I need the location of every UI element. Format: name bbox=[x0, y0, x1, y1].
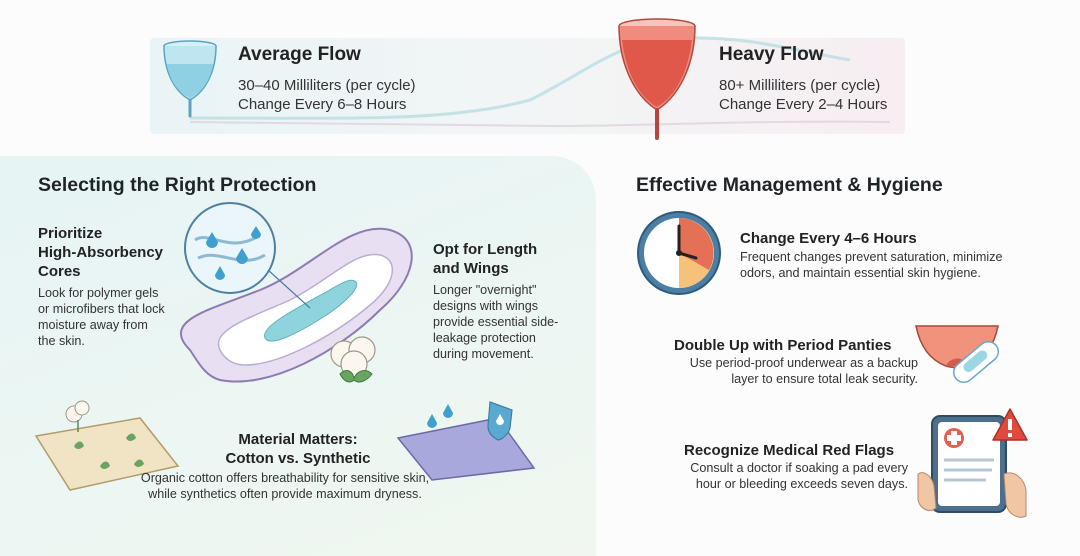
material-body-2: while synthetics often provide maximum d… bbox=[148, 487, 422, 501]
redflags-title: Recognize Medical Red Flags bbox=[684, 442, 895, 459]
absorbency-title-1: Prioritize bbox=[38, 225, 103, 242]
cotton-flower-icon bbox=[330, 336, 376, 383]
material-title-2: Cotton vs. Synthetic bbox=[225, 450, 371, 467]
panties-title: Double Up with Period Panties bbox=[674, 337, 892, 354]
absorbency-body-2: or microfibers that lock bbox=[38, 302, 165, 316]
absorbency-title-2: High-Absorbency bbox=[38, 244, 164, 261]
menstrual-cup-heavy-icon bbox=[618, 18, 696, 140]
synthetic-fabric-icon bbox=[396, 401, 536, 481]
material-title-1: Material Matters: bbox=[238, 431, 358, 448]
clock-icon bbox=[637, 211, 721, 295]
material-body-block: Organic cotton offers breathability for … bbox=[120, 470, 450, 502]
hygiene-section-title: Effective Management & Hygiene bbox=[636, 174, 943, 196]
protection-section-title: Selecting the Right Protection bbox=[38, 174, 317, 196]
change-body-1: Frequent changes prevent saturation, min… bbox=[740, 250, 1003, 264]
underwear-icon bbox=[915, 325, 1000, 384]
redflags-body-2: hour or bleeding exceeds seven days. bbox=[695, 477, 908, 491]
material-body-1: Organic cotton offers breathability for … bbox=[140, 471, 430, 485]
wings-body-3: provide essential side- bbox=[433, 315, 559, 329]
panties-body-1: Use period-proof underwear as a backup bbox=[689, 356, 918, 370]
panties-body-block: Use period-proof underwear as a backup l… bbox=[668, 355, 918, 387]
change-title: Change Every 4–6 Hours bbox=[740, 230, 917, 247]
wings-body-2: designs with wings bbox=[433, 299, 538, 313]
absorbency-body-3: moisture away from bbox=[38, 318, 148, 332]
average-flow-volume: 30–40 Milliliters (per cycle) bbox=[238, 77, 416, 94]
heavy-flow-title: Heavy Flow bbox=[719, 44, 824, 65]
wings-body-1: Longer "overnight" bbox=[433, 283, 537, 297]
menstrual-cup-average-icon bbox=[163, 40, 217, 118]
wings-title-1: Opt for Length bbox=[433, 241, 538, 258]
redflags-body-1: Consult a doctor if soaking a pad every bbox=[690, 461, 908, 475]
change-body-block: Frequent changes prevent saturation, min… bbox=[740, 249, 1060, 281]
flow-connector-wave bbox=[189, 36, 891, 128]
absorbency-block: Prioritize High-Absorbency Cores Look fo… bbox=[38, 224, 198, 349]
absorbency-body-4: the skin. bbox=[38, 334, 85, 348]
wings-body-5: during movement. bbox=[433, 347, 534, 361]
cotton-fabric-icon bbox=[34, 400, 180, 491]
heavy-flow-change: Change Every 2–4 Hours bbox=[719, 96, 888, 113]
wings-block: Opt for Length and Wings Longer "overnig… bbox=[433, 240, 583, 362]
absorbency-title-3: Cores bbox=[38, 263, 81, 280]
wings-body-4: leakage protection bbox=[433, 331, 536, 345]
medical-tablet-icon bbox=[917, 415, 1027, 518]
redflags-body-block: Consult a doctor if soaking a pad every … bbox=[664, 460, 908, 492]
average-flow-title: Average Flow bbox=[238, 44, 361, 65]
wings-title-2: and Wings bbox=[433, 260, 509, 277]
sanitary-pad-icon bbox=[180, 202, 413, 383]
material-title-block: Material Matters: Cotton vs. Synthetic bbox=[188, 430, 408, 468]
panties-body-2: layer to ensure total leak security. bbox=[731, 372, 918, 386]
change-body-2: odors, and maintain essential skin hygie… bbox=[740, 266, 981, 280]
heavy-flow-volume: 80+ Milliliters (per cycle) bbox=[719, 77, 881, 94]
average-flow-change: Change Every 6–8 Hours bbox=[238, 96, 407, 113]
absorbency-body-1: Look for polymer gels bbox=[38, 286, 159, 300]
warning-icon bbox=[992, 408, 1028, 441]
